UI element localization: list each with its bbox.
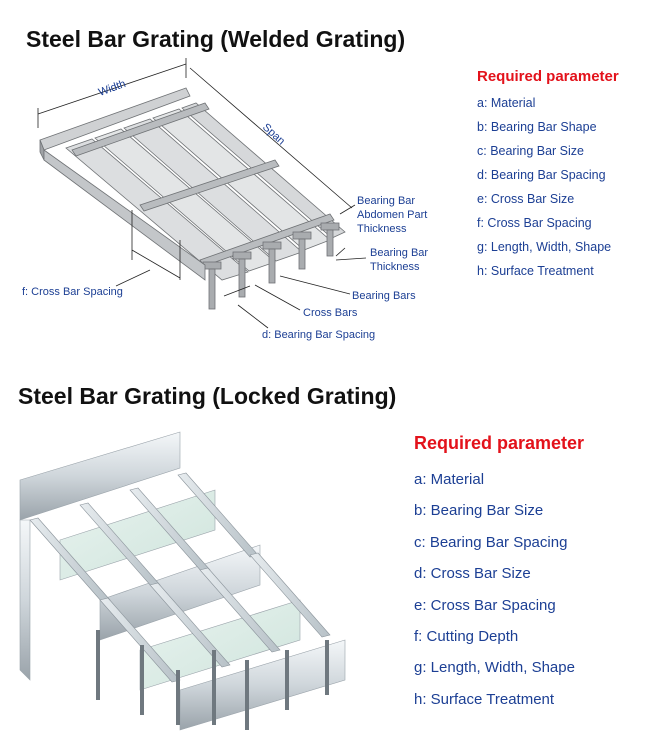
cross-bar-spacing-label: f: Cross Bar Spacing xyxy=(22,286,123,298)
locked-bearing-bars xyxy=(19,431,346,731)
bearing-bar-spacing-label: d: Bearing Bar Spacing xyxy=(262,329,375,341)
cross-bar-2 xyxy=(139,159,280,212)
side-bar xyxy=(43,149,206,281)
locked-param-item: b: Bearing Bar Size xyxy=(414,502,544,520)
locked-param-item: g: Length, Width, Shape xyxy=(414,659,575,677)
welded-param-item: c: Bearing Bar Size xyxy=(477,144,584,158)
welded-param-item: d: Bearing Bar Spacing xyxy=(477,168,606,182)
locked-bar-ends xyxy=(96,630,329,730)
welded-grating-panel: Steel Bar Grating (Welded Grating) xyxy=(0,0,663,350)
thickness-label-1: Bearing Bar xyxy=(370,247,428,259)
locked-cross-bars xyxy=(29,472,331,683)
locked-grating-image xyxy=(19,431,346,745)
locked-parameter-heading: Required parameter xyxy=(414,433,585,453)
bearing-bar-surface-1 xyxy=(65,138,249,281)
welded-parameter-heading: Required parameter xyxy=(477,68,619,85)
welded-parameter-list: Required parameter a: Material b: Bearin… xyxy=(477,68,619,283)
abdomen-label-2: Abdomen Part xyxy=(357,209,427,221)
welded-grating-title: Steel Bar Grating (Welded Grating) xyxy=(26,26,406,52)
locked-param-item: a: Material xyxy=(414,471,485,488)
welded-param-item: h: Surface Treatment xyxy=(477,264,594,278)
span-label: Span xyxy=(260,121,287,147)
abdomen-label-3: Thickness xyxy=(357,223,407,235)
bearing-bar-ends xyxy=(202,222,340,310)
locked-param-item: f: Cutting Depth xyxy=(414,627,519,645)
welded-grating-diagram: Width Span Bearing Bar Abdomen Part Thic… xyxy=(22,58,428,341)
bearing-bars-label: Bearing Bars xyxy=(352,290,416,302)
cross-bar-1 xyxy=(71,102,210,157)
locked-param-item: e: Cross Bar Spacing xyxy=(414,596,556,614)
locked-param-item: d: Cross Bar Size xyxy=(414,565,531,583)
welded-param-item: g: Length, Width, Shape xyxy=(477,240,612,254)
locked-grating-panel: Steel Bar Grating (Locked Grating) xyxy=(0,350,663,750)
locked-param-item: c: Bearing Bar Spacing xyxy=(414,533,568,551)
locked-param-item: h: Surface Treatment xyxy=(414,690,555,708)
locked-grating-title: Steel Bar Grating (Locked Grating) xyxy=(18,383,397,409)
welded-param-item: b: Bearing Bar Shape xyxy=(477,120,597,134)
cross-bars-label: Cross Bars xyxy=(303,307,358,319)
welded-param-item: f: Cross Bar Spacing xyxy=(477,216,592,230)
width-label: Width xyxy=(97,78,128,99)
welded-param-item: a: Material xyxy=(477,96,536,110)
locked-parameter-list: Required parameter a: Material b: Bearin… xyxy=(414,433,584,715)
welded-param-item: e: Cross Bar Size xyxy=(477,192,575,206)
abdomen-label-1: Bearing Bar xyxy=(357,195,415,207)
thickness-label-2: Thickness xyxy=(370,261,420,273)
